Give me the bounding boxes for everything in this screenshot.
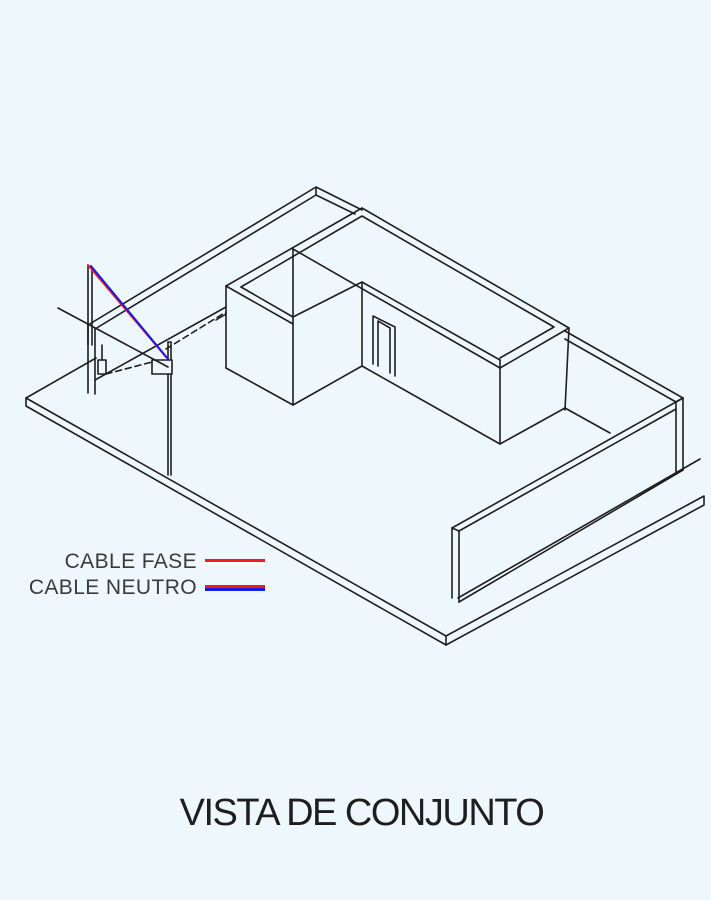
legend-label-fase: CABLE FASE — [64, 550, 197, 573]
building — [225, 207, 570, 445]
legend-swatch-fase — [205, 559, 265, 565]
legend-swatch-neutro — [205, 585, 265, 591]
diagram-caption: VISTA DE CONJUNTO — [179, 792, 545, 834]
legend-item-cable-fase: CABLE FASE — [20, 549, 265, 575]
service-cables — [87, 264, 169, 360]
legend-label-neutro: CABLE NEUTRO — [28, 576, 197, 599]
perimeter-wall — [87, 186, 684, 603]
ground-slab — [25, 357, 705, 646]
legend-item-cable-neutro: CABLE NEUTRO — [20, 575, 265, 601]
service-pole — [57, 264, 227, 476]
